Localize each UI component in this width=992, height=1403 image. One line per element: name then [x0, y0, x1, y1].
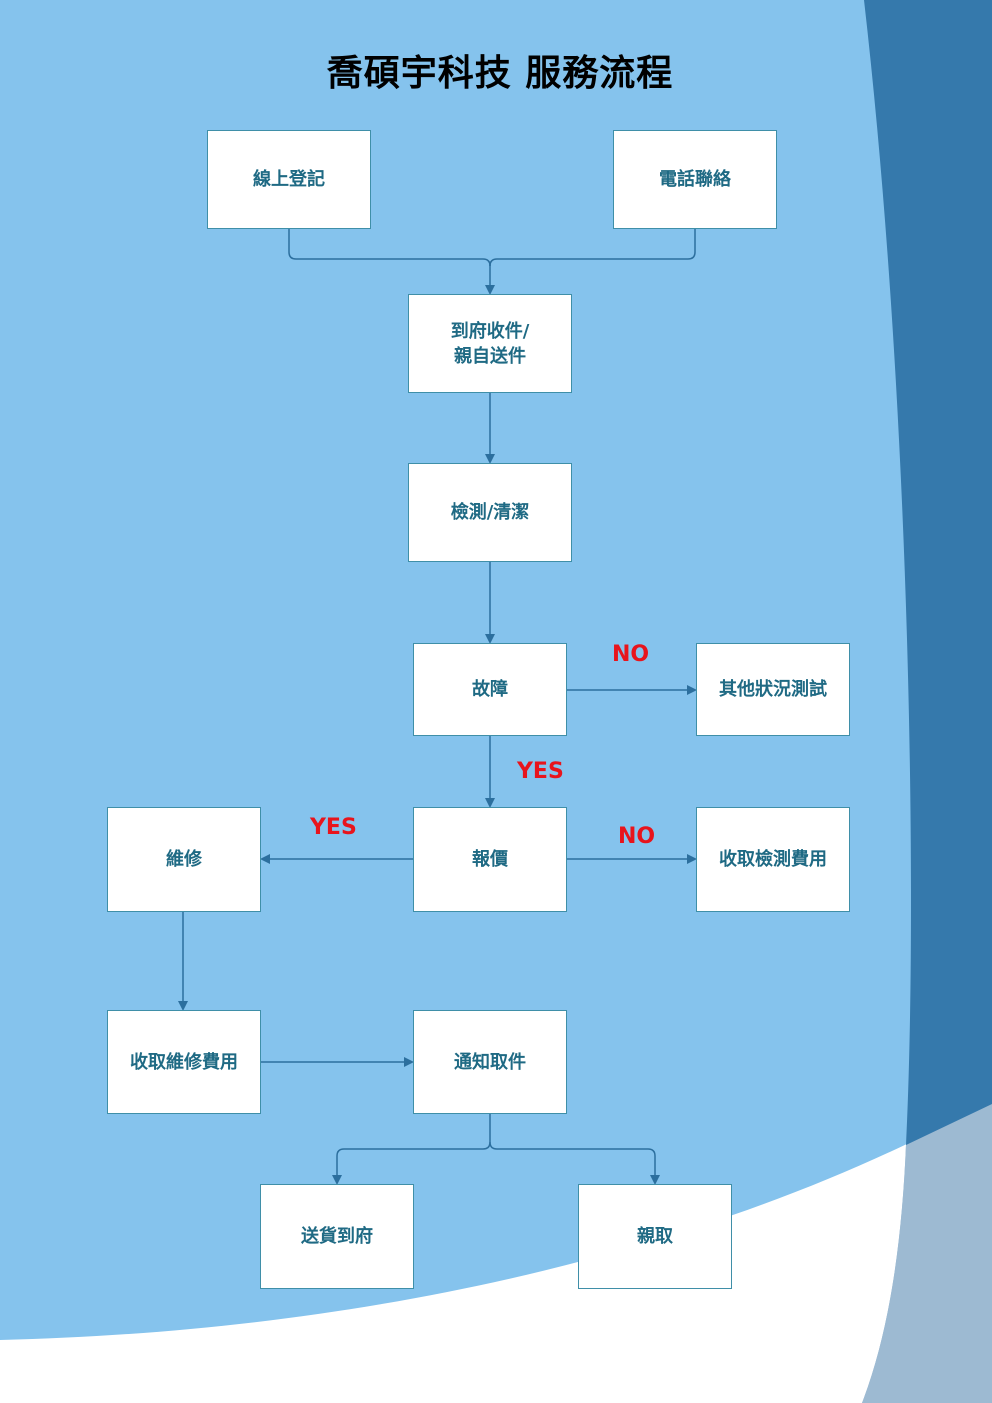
node-charge-inspection: 收取檢測費用 — [696, 807, 850, 912]
node-charge-repair: 收取維修費用 — [107, 1010, 261, 1114]
label-quote-yes: YES — [310, 815, 357, 840]
node-self-pickup: 親取 — [578, 1184, 732, 1289]
node-inspect-clean-label: 檢測/清潔 — [450, 502, 530, 523]
node-phone-contact-label: 電話聯絡 — [659, 169, 731, 190]
node-repair-label: 維修 — [166, 849, 202, 870]
node-quote-label: 報價 — [472, 849, 508, 870]
node-deliver-home-label: 送貨到府 — [301, 1226, 373, 1247]
node-charge-inspection-label: 收取檢測費用 — [719, 849, 827, 870]
node-phone-contact: 電話聯絡 — [613, 130, 777, 229]
page-title: 喬碩宇科技 服務流程 — [326, 53, 674, 94]
node-pickup-or-dropoff: 到府收件/ 親自送件 — [408, 294, 572, 393]
node-inspect-clean: 檢測/清潔 — [408, 463, 572, 562]
node-pickup-label-line1: 到府收件/ — [450, 320, 530, 342]
node-pickup-label-line2: 親自送件 — [454, 345, 526, 367]
node-self-pickup-label: 親取 — [637, 1226, 673, 1247]
node-online-register-label: 線上登記 — [253, 169, 325, 190]
label-fault-no: NO — [612, 642, 650, 667]
node-online-register: 線上登記 — [207, 130, 371, 229]
node-repair: 維修 — [107, 807, 261, 912]
node-quote: 報價 — [413, 807, 567, 912]
node-notify-pickup-label: 通知取件 — [454, 1051, 526, 1073]
node-deliver-home: 送貨到府 — [260, 1184, 414, 1289]
node-other-tests-label: 其他狀況測試 — [719, 679, 827, 700]
label-fault-yes: YES — [517, 759, 564, 784]
node-fault: 故障 — [413, 643, 567, 736]
node-other-tests: 其他狀況測試 — [696, 643, 850, 736]
node-fault-label: 故障 — [472, 679, 508, 700]
node-notify-pickup: 通知取件 — [413, 1010, 567, 1114]
node-charge-repair-label: 收取維修費用 — [130, 1051, 238, 1073]
label-quote-no: NO — [618, 824, 656, 849]
